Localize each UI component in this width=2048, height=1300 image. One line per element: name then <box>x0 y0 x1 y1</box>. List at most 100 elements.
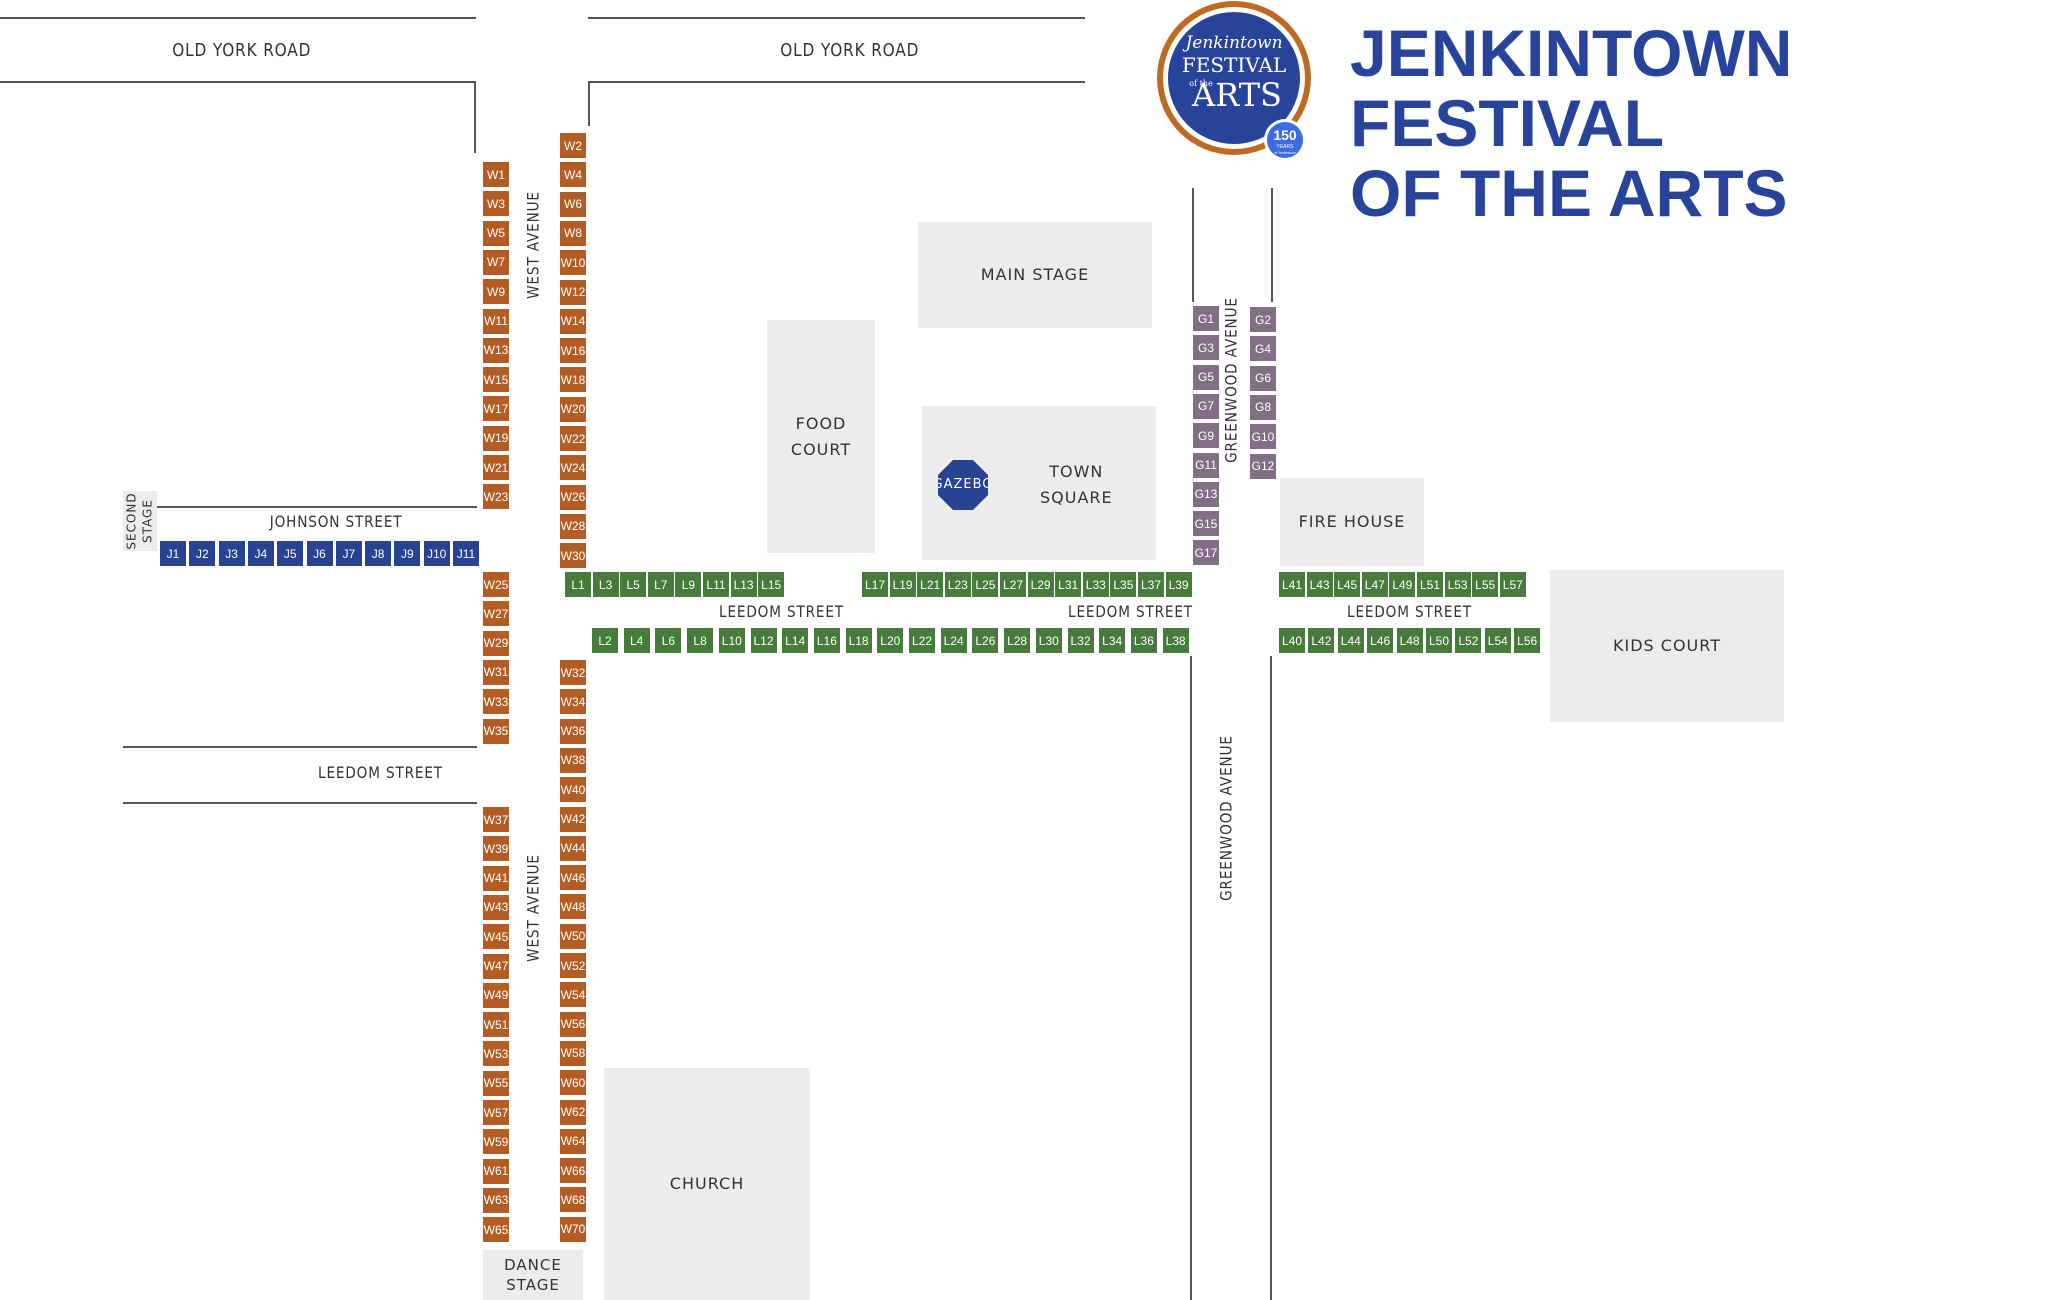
booth-g11[interactable]: G11 <box>1193 452 1219 478</box>
booth-w46[interactable]: W46 <box>560 865 586 891</box>
booth-j5[interactable]: J5 <box>277 541 304 566</box>
booth-w3[interactable]: W3 <box>483 191 509 217</box>
booth-l32[interactable]: L32 <box>1067 628 1094 653</box>
booth-g12[interactable]: G12 <box>1250 453 1276 479</box>
booth-w11[interactable]: W11 <box>483 308 509 334</box>
booth-l30[interactable]: L30 <box>1035 628 1062 653</box>
booth-w30[interactable]: W30 <box>560 543 586 569</box>
booth-l16[interactable]: L16 <box>813 628 840 653</box>
booth-l11[interactable]: L11 <box>703 572 729 597</box>
booth-w20[interactable]: W20 <box>560 396 586 422</box>
booth-w56[interactable]: W56 <box>560 1011 586 1037</box>
booth-l15[interactable]: L15 <box>758 572 785 597</box>
booth-j10[interactable]: J10 <box>423 541 450 566</box>
booth-w32[interactable]: W32 <box>560 660 586 685</box>
booth-w4[interactable]: W4 <box>560 162 586 188</box>
booth-w64[interactable]: W64 <box>560 1128 586 1154</box>
booth-l45[interactable]: L45 <box>1334 572 1361 597</box>
booth-l23[interactable]: L23 <box>944 572 971 597</box>
booth-l52[interactable]: L52 <box>1455 628 1482 653</box>
booth-l34[interactable]: L34 <box>1099 628 1126 653</box>
booth-l12[interactable]: L12 <box>750 628 777 653</box>
booth-w47[interactable]: W47 <box>483 953 509 979</box>
booth-l31[interactable]: L31 <box>1055 572 1082 597</box>
booth-w66[interactable]: W66 <box>560 1158 586 1184</box>
booth-w14[interactable]: W14 <box>560 308 586 334</box>
booth-w42[interactable]: W42 <box>560 806 586 832</box>
booth-l8[interactable]: L8 <box>687 628 714 653</box>
booth-l27[interactable]: L27 <box>1000 572 1026 597</box>
booth-w19[interactable]: W19 <box>483 425 509 451</box>
booth-w24[interactable]: W24 <box>560 455 586 481</box>
booth-l14[interactable]: L14 <box>782 628 809 653</box>
booth-l48[interactable]: L48 <box>1396 628 1423 653</box>
booth-w65[interactable]: W65 <box>483 1217 509 1243</box>
booth-l10[interactable]: L10 <box>718 628 745 653</box>
booth-l3[interactable]: L3 <box>592 572 619 597</box>
booth-l28[interactable]: L28 <box>1004 628 1031 653</box>
booth-w50[interactable]: W50 <box>560 923 586 949</box>
booth-w9[interactable]: W9 <box>483 279 509 305</box>
booth-l36[interactable]: L36 <box>1130 628 1157 653</box>
booth-l5[interactable]: L5 <box>620 572 647 597</box>
booth-w57[interactable]: W57 <box>483 1100 509 1125</box>
booth-g7[interactable]: G7 <box>1193 393 1219 419</box>
booth-g13[interactable]: G13 <box>1193 481 1219 507</box>
booth-l29[interactable]: L29 <box>1027 572 1054 597</box>
booth-w35[interactable]: W35 <box>483 718 509 744</box>
booth-l54[interactable]: L54 <box>1484 628 1511 653</box>
booth-l21[interactable]: L21 <box>917 572 944 597</box>
booth-l13[interactable]: L13 <box>730 572 757 597</box>
booth-l19[interactable]: L19 <box>889 572 916 597</box>
booth-w21[interactable]: W21 <box>483 455 509 480</box>
booth-j3[interactable]: J3 <box>218 541 245 566</box>
booth-g9[interactable]: G9 <box>1193 423 1219 449</box>
booth-w26[interactable]: W26 <box>560 484 586 510</box>
booth-w44[interactable]: W44 <box>560 835 586 861</box>
booth-w33[interactable]: W33 <box>483 689 509 715</box>
booth-l42[interactable]: L42 <box>1308 628 1335 653</box>
booth-l7[interactable]: L7 <box>647 572 674 597</box>
booth-w18[interactable]: W18 <box>560 367 586 393</box>
booth-w61[interactable]: W61 <box>483 1158 509 1184</box>
booth-w54[interactable]: W54 <box>560 982 586 1008</box>
booth-l25[interactable]: L25 <box>972 572 999 597</box>
booth-w1[interactable]: W1 <box>483 162 509 187</box>
booth-w43[interactable]: W43 <box>483 894 509 920</box>
booth-w58[interactable]: W58 <box>560 1040 586 1066</box>
booth-w27[interactable]: W27 <box>483 601 509 627</box>
booth-g6[interactable]: G6 <box>1250 365 1276 391</box>
booth-w10[interactable]: W10 <box>560 250 586 276</box>
booth-g15[interactable]: G15 <box>1193 511 1219 537</box>
booth-w34[interactable]: W34 <box>560 689 586 715</box>
booth-l47[interactable]: L47 <box>1361 572 1388 597</box>
booth-w2[interactable]: W2 <box>560 133 586 158</box>
booth-w7[interactable]: W7 <box>483 249 509 275</box>
booth-w13[interactable]: W13 <box>483 337 509 363</box>
booth-w25[interactable]: W25 <box>483 572 509 597</box>
booth-l22[interactable]: L22 <box>909 628 935 653</box>
booth-l49[interactable]: L49 <box>1389 572 1416 597</box>
booth-g10[interactable]: G10 <box>1250 424 1276 450</box>
booth-w68[interactable]: W68 <box>560 1187 586 1213</box>
booth-l53[interactable]: L53 <box>1444 572 1471 597</box>
booth-j9[interactable]: J9 <box>394 541 421 566</box>
booth-l46[interactable]: L46 <box>1367 628 1394 653</box>
booth-w63[interactable]: W63 <box>483 1187 509 1213</box>
booth-w6[interactable]: W6 <box>560 191 586 217</box>
booth-l50[interactable]: L50 <box>1426 628 1452 653</box>
booth-w48[interactable]: W48 <box>560 894 586 920</box>
booth-l43[interactable]: L43 <box>1306 572 1333 597</box>
booth-g4[interactable]: G4 <box>1250 336 1276 362</box>
booth-w70[interactable]: W70 <box>560 1216 586 1242</box>
booth-g8[interactable]: G8 <box>1250 394 1276 420</box>
booth-g5[interactable]: G5 <box>1193 364 1219 390</box>
booth-j7[interactable]: J7 <box>335 541 362 566</box>
booth-l4[interactable]: L4 <box>623 628 650 653</box>
booth-l17[interactable]: L17 <box>862 572 888 597</box>
booth-l2[interactable]: L2 <box>592 628 618 653</box>
booth-l35[interactable]: L35 <box>1110 572 1137 597</box>
booth-j11[interactable]: J11 <box>453 541 479 566</box>
booth-l44[interactable]: L44 <box>1337 628 1364 653</box>
booth-g17[interactable]: G17 <box>1193 540 1219 566</box>
